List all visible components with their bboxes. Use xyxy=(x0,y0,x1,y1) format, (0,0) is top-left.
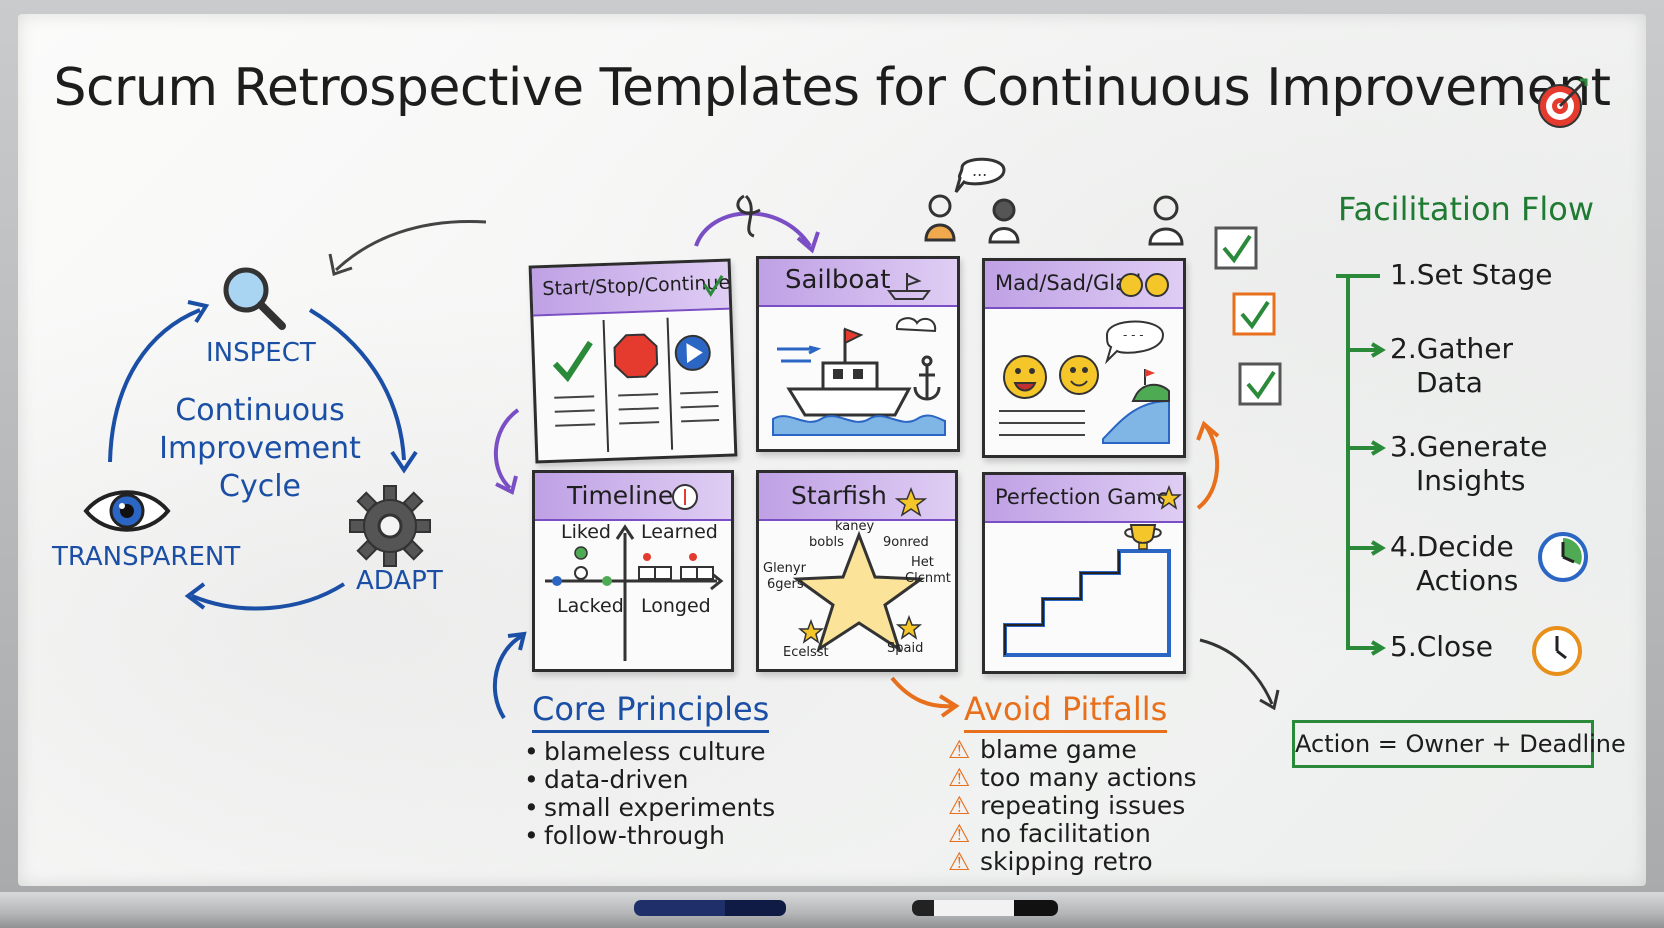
facilitation-flow-title: Facilitation Flow xyxy=(1338,190,1595,228)
card-title: Sailboat xyxy=(785,265,891,295)
pitfalls-list: ⚠blame game ⚠too many actions ⚠repeating… xyxy=(948,736,1197,876)
svg-text:- - -: - - - xyxy=(1123,328,1144,342)
warning-icon: ⚠ xyxy=(948,847,971,876)
list-item: ⚠repeating issues xyxy=(948,791,1186,820)
list-item: •follow-through xyxy=(524,821,725,850)
starfish-label: 9onred xyxy=(883,535,929,550)
starfish-label: Clcnmt xyxy=(905,571,951,586)
list-item: ⚠skipping retro xyxy=(948,847,1153,876)
warning-icon: ⚠ xyxy=(948,763,971,792)
timeline-drawing xyxy=(545,484,724,661)
card-title: Perfection Game xyxy=(995,485,1170,509)
timeline-longed-label: Longed xyxy=(641,595,711,617)
starfish-label: 6gers xyxy=(767,577,804,592)
card-title: Mad/Sad/Glad xyxy=(995,271,1142,295)
board-title: Scrum Retrospective Templates for Contin… xyxy=(53,58,1611,118)
eye-icon xyxy=(83,490,171,532)
card-mad-sad-glad: Mad/Sad/Glad - - - xyxy=(982,258,1186,458)
avoid-pitfalls-title: Avoid Pitfalls xyxy=(964,690,1168,733)
starfish-label: Ecelsst xyxy=(783,645,829,660)
transparent-label: TRANSPARENT xyxy=(52,542,241,572)
list-item: •small experiments xyxy=(524,793,776,822)
list-item: •data-driven xyxy=(524,765,689,794)
list-item: •blameless culture xyxy=(524,737,766,766)
target-icon xyxy=(1538,78,1588,128)
card-starfish: Starfish kaney bobls 9onred Glenyr 6gers… xyxy=(756,470,958,672)
card-perfection-game: Perfection Game xyxy=(982,472,1186,674)
flow-step-gather-data: 2.Gather Data xyxy=(1390,332,1514,399)
starfish-label: Glenyr xyxy=(763,561,806,576)
starfish-drawing xyxy=(792,486,928,653)
starfish-label: Het xyxy=(911,555,934,570)
inspect-label: INSPECT xyxy=(206,338,316,368)
action-formula: Action = Owner + Deadline xyxy=(1292,720,1626,768)
timeline-liked-label: Liked xyxy=(561,521,611,543)
card-title: Timeline xyxy=(567,481,674,510)
starfish-label: Spaid xyxy=(887,641,924,656)
cycle-center-label: Continuous Improvement Cycle xyxy=(159,393,361,504)
clock-icon xyxy=(1538,532,1588,582)
card-timeline: Timeline Liked Learned Lacked Longed xyxy=(532,470,734,672)
black-marker xyxy=(912,900,1058,916)
timeline-learned-label: Learned xyxy=(641,521,718,543)
core-principles-list: •blameless culture •data-driven •small e… xyxy=(524,738,775,850)
gear-icon xyxy=(349,485,431,567)
adapt-label: ADAPT xyxy=(356,566,443,596)
sailboat-drawing xyxy=(772,273,946,436)
flow-step-set-stage: 1.Set Stage xyxy=(1390,258,1553,291)
starfish-label: kaney xyxy=(835,519,875,534)
flow-step-close: 5.Close xyxy=(1390,630,1493,663)
flow-step-generate-insights: 3.Generate Insights xyxy=(1390,430,1548,497)
blue-marker xyxy=(634,900,786,916)
core-principles-title: Core Principles xyxy=(532,690,770,733)
list-item: ⚠no facilitation xyxy=(948,819,1151,848)
start-stop-continue-drawing xyxy=(552,275,724,452)
magnifier-icon xyxy=(223,267,286,330)
svg-text:...: ... xyxy=(972,161,987,180)
card-start-stop-continue: Start/Stop/Continue xyxy=(528,258,738,464)
card-title: Starfish xyxy=(791,481,887,510)
list-item: ⚠too many actions xyxy=(948,763,1197,792)
flow-step-decide-actions: 4.Decide Actions xyxy=(1390,530,1519,597)
warning-icon: ⚠ xyxy=(948,791,971,820)
clock-icon xyxy=(1532,626,1582,676)
marker-tray xyxy=(0,892,1664,928)
warning-icon: ⚠ xyxy=(948,735,971,764)
mad-sad-glad-drawing: - - - xyxy=(999,273,1170,444)
warning-icon: ⚠ xyxy=(948,819,971,848)
perfection-game-drawing xyxy=(1003,484,1183,657)
timeline-lacked-label: Lacked xyxy=(557,595,624,617)
list-item: ⚠blame game xyxy=(948,735,1137,764)
starfish-label: bobls xyxy=(809,535,844,550)
card-sailboat: Sailboat xyxy=(756,256,960,452)
